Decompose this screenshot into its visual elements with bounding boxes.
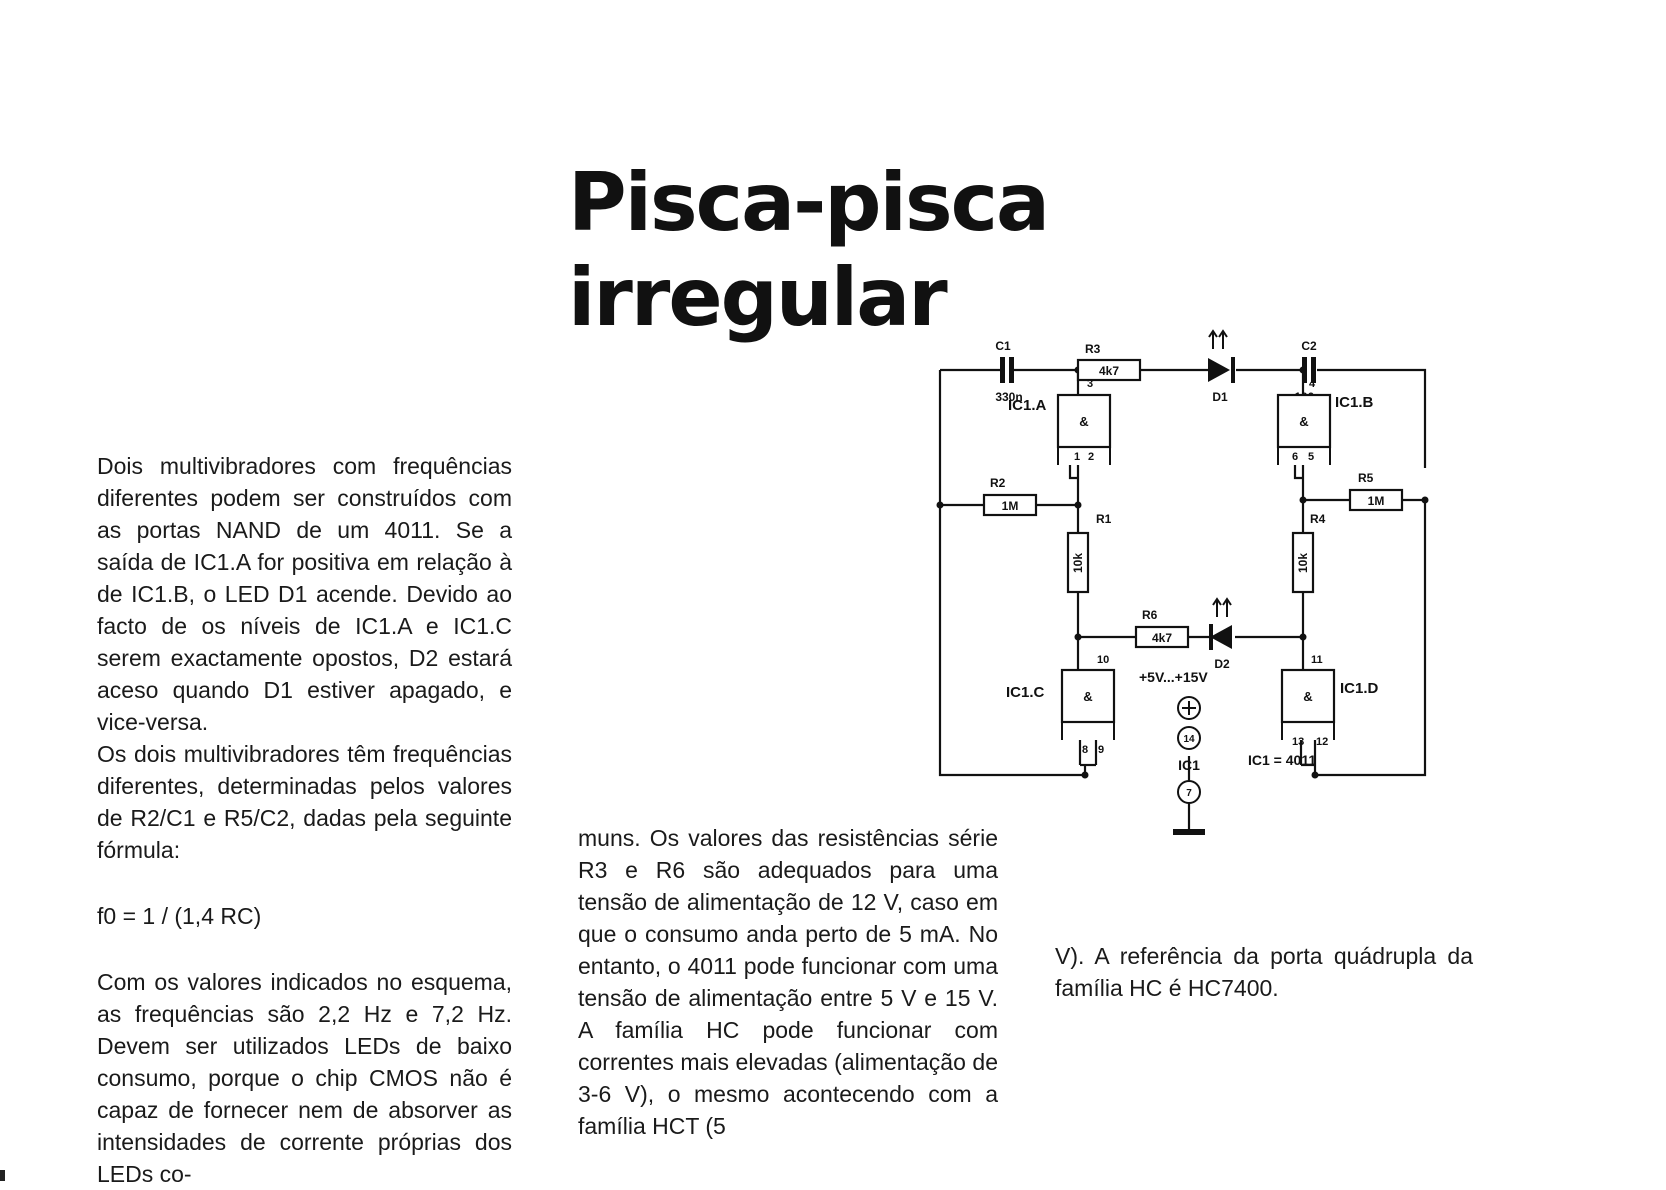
r5-value: 1M <box>1368 494 1385 508</box>
r2-value: 1M <box>1002 499 1019 513</box>
r1-value: 10k <box>1071 553 1085 573</box>
gate-ic1d: & IC1.D 11 13 12 <box>1280 654 1379 748</box>
gate-ic1b: & IC1.B 4 6 5 <box>1276 378 1374 465</box>
text-column-right: V). A referência da porta quádrupla da f… <box>1055 940 1473 1004</box>
pin-a-out: 3 <box>1087 378 1093 390</box>
r4-value: 10k <box>1296 553 1310 573</box>
d1-label: D1 <box>1212 390 1228 404</box>
resistor-r5: 1M R5 <box>1348 471 1404 512</box>
r3-value: 4k7 <box>1099 364 1119 378</box>
gate-a-label: IC1.A <box>1008 397 1047 414</box>
pin-d-out: 11 <box>1311 654 1323 666</box>
gate-c-symbol: & <box>1083 689 1092 704</box>
gate-b-symbol: & <box>1299 414 1308 429</box>
gate-c-label: IC1.C <box>1006 684 1045 701</box>
gnd-pin-circle <box>1177 780 1201 804</box>
r5-label: R5 <box>1358 471 1374 485</box>
pin-a-in1: 1 <box>1074 451 1080 463</box>
gate-d-symbol: & <box>1303 689 1312 704</box>
title-line-1: Pisca-pisca <box>568 156 1050 249</box>
paragraph-intro: Dois multivibradores com frequências dif… <box>97 453 512 735</box>
gate-b-label: IC1.B <box>1335 394 1374 411</box>
c1-label: C1 <box>995 339 1011 353</box>
resistor-r6: 4k7 R6 <box>1134 608 1190 649</box>
d2-label: D2 <box>1214 657 1230 671</box>
pin-c-in1: 8 <box>1082 744 1088 756</box>
gate-ic1a: & IC1.A 3 1 2 <box>1008 378 1112 465</box>
led-d2: D2 <box>1209 597 1232 671</box>
article-title: Pisca-pisca irregular <box>568 155 1050 345</box>
gate-ic1c: & IC1.C 10 8 9 <box>1006 654 1116 756</box>
r6-label: R6 <box>1142 608 1158 622</box>
pin-gnd: 7 <box>1186 788 1192 799</box>
ground-symbol <box>1173 829 1205 835</box>
r3-label: R3 <box>1085 342 1101 356</box>
r1-label: R1 <box>1096 512 1112 526</box>
r4-label: R4 <box>1310 512 1326 526</box>
ic-type: IC1 = 4011 <box>1248 752 1316 768</box>
resistor-r1: 10k R1 <box>1066 512 1112 594</box>
led-d1: D1 <box>1208 329 1235 404</box>
title-line-2: irregular <box>568 251 948 344</box>
formula: f0 = 1 / (1,4 RC) <box>97 903 262 929</box>
pin-c-out: 10 <box>1097 654 1109 666</box>
pin-b-out: 4 <box>1309 378 1316 390</box>
pin-c-in2: 9 <box>1098 744 1104 756</box>
c2-label: C2 <box>1301 339 1317 353</box>
resistor-r2: 1M R2 <box>982 476 1038 517</box>
paragraph-values: Com os valores indicados no esquema, as … <box>97 969 512 1187</box>
pin-b-in1: 6 <box>1292 451 1298 463</box>
paragraph-frequencies: Os dois multivibradores têm frequências … <box>97 741 512 863</box>
gate-d-label: IC1.D <box>1340 680 1379 697</box>
text-column-middle: muns. Os valores das resistências série … <box>578 822 998 1142</box>
vcc-pin-circle <box>1177 726 1201 750</box>
resistor-r4: 10k R4 <box>1291 512 1326 594</box>
paragraph-hc-family: V). A referência da porta quádrupla da f… <box>1055 943 1473 1001</box>
pin-d-in2: 12 <box>1316 736 1328 748</box>
resistor-r3: 4k7 R3 <box>1076 342 1142 382</box>
gate-a-symbol: & <box>1079 414 1088 429</box>
circuit-schematic: C1 330n C2 100n 4k7 R3 D1 & IC1.A 3 1 2 … <box>936 329 1429 835</box>
r2-label: R2 <box>990 476 1006 490</box>
power-supply: +5V...+15V 14 IC1 IC1 = 4011 7 <box>1139 669 1316 835</box>
scan-mark <box>0 1170 5 1181</box>
capacitor-c1: C1 330n <box>995 339 1022 404</box>
c1-value: 330n <box>995 390 1022 404</box>
pin-vcc: 14 <box>1183 734 1195 745</box>
pin-d-in1: 13 <box>1292 736 1304 748</box>
pin-b-in2: 5 <box>1308 451 1314 463</box>
pin-a-in2: 2 <box>1088 451 1094 463</box>
text-column-left: Dois multivibradores com frequências dif… <box>97 450 512 1190</box>
paragraph-resistors: muns. Os valores das resistências série … <box>578 825 998 1139</box>
supply-label: +5V...+15V <box>1139 669 1208 685</box>
ic-label: IC1 <box>1178 757 1200 773</box>
r6-value: 4k7 <box>1152 631 1172 645</box>
